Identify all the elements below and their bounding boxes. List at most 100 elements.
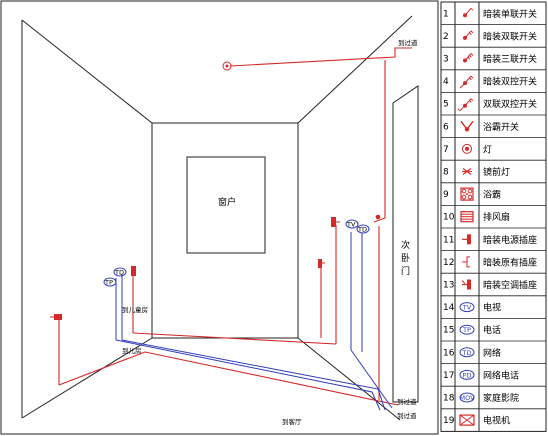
annotation-guodao-bottom2: 到过道	[397, 411, 417, 420]
floor-run	[144, 351, 399, 406]
network-outlet-icon: TD	[459, 347, 475, 358]
ceiling-wire	[229, 47, 412, 67]
legend-number: 1	[443, 9, 449, 19]
legend-number: 3	[443, 55, 449, 65]
floor-right-edge	[297, 337, 401, 421]
legend-border	[440, 1, 547, 432]
legend-row: 10 排风扇	[441, 204, 546, 223]
legend-number: 6	[443, 122, 449, 132]
legend-number: 10	[443, 213, 455, 223]
legend-code: TP	[462, 326, 471, 334]
existing-socket-icon	[462, 256, 470, 268]
legend-code: MOV	[459, 394, 475, 402]
legend-label: 电视	[483, 302, 501, 314]
switch-triple-icon	[463, 53, 474, 63]
network-phone-outlet-icon: PD	[459, 369, 475, 380]
legend-label: 网络电话	[483, 369, 519, 381]
annotation-guodao-bottom: 到过道	[397, 397, 417, 406]
legend-number: 9	[443, 190, 449, 200]
mirror-lamp-icon	[462, 168, 472, 175]
wall-switch	[375, 214, 381, 220]
td-outlet-left: TD	[113, 267, 127, 277]
legend-label: 浴霸开关	[483, 121, 519, 133]
legend-code: PD	[463, 371, 472, 379]
legend-label: 暗装三联开关	[483, 53, 537, 65]
legend-row: 19 电视机	[441, 408, 546, 427]
legend-number: 8	[443, 168, 449, 178]
power-socket-icon	[462, 234, 471, 245]
legend-label: 镜前灯	[483, 166, 510, 178]
exhaust-fan-icon	[460, 211, 474, 223]
legend-row: 17 网络电话 PD	[441, 363, 546, 381]
floor-left-edge	[21, 337, 153, 419]
window-label: 窗户	[218, 196, 236, 208]
legend-label: 电话	[483, 324, 501, 336]
legend-label: 灯	[483, 144, 492, 155]
back-wall	[151, 122, 299, 339]
power-socket-right-low	[318, 259, 325, 268]
legend-label: 暗装原有插座	[483, 256, 537, 268]
legend-row: 14 电视 TV	[441, 295, 546, 314]
legend-code: TV	[462, 304, 472, 312]
legend-label: 排风扇	[483, 211, 510, 223]
legend-row: 3 暗装三联开关	[441, 46, 546, 65]
legend-number: 14	[443, 303, 455, 313]
door	[392, 85, 419, 403]
drawing-frame	[0, 0, 439, 435]
legend-number: 19	[443, 416, 455, 426]
legend-number: 7	[443, 145, 449, 155]
annotation-ertong: 到儿童房	[122, 305, 148, 314]
td-outlet-left-text: TD	[114, 269, 124, 277]
lamp-icon	[462, 143, 472, 154]
tv-outlet-right: TV	[345, 219, 359, 229]
legend-number: 17	[443, 371, 454, 381]
annotation-guodao-top: 到过道	[398, 38, 418, 47]
power-socket-left	[131, 266, 136, 276]
power-socket-far-left	[50, 314, 62, 320]
legend-label: 浴霸	[483, 190, 501, 201]
switch-single-icon	[463, 7, 474, 18]
ceiling-right-edge	[297, 15, 413, 124]
signal-wires	[115, 232, 393, 411]
legend-row: 9 浴霸	[441, 182, 546, 201]
bath-heater-switch-icon	[460, 120, 474, 132]
legend-number: 5	[443, 100, 449, 110]
legend-number: 4	[443, 77, 449, 87]
front-run	[58, 351, 146, 386]
legend-row: 13 暗装空调插座	[441, 272, 546, 291]
power-wires	[58, 47, 412, 406]
annotation-er: 到儿房	[122, 346, 142, 355]
switch-drop-wire	[373, 60, 386, 223]
legend-label: 暗装电源插座	[483, 234, 537, 246]
ac-socket-icon	[461, 279, 471, 290]
legend-number: 16	[443, 348, 455, 358]
legend-number: 11	[443, 235, 454, 245]
td-outlet-right: TD	[356, 224, 370, 234]
legend-row: 2 暗装双联开关	[441, 24, 546, 42]
legend-label: 家庭影院	[483, 392, 519, 404]
legend-number: 12	[443, 258, 454, 268]
legend-row: 1 暗装单联开关	[443, 8, 537, 20]
legend-row: 12 暗装原有插座	[441, 250, 546, 268]
switch-double-icon	[463, 30, 474, 40]
legend-label: 暗装空调插座	[483, 279, 537, 291]
legend-label: 网络	[483, 347, 501, 359]
legend-label: 暗装单联开关	[483, 8, 537, 20]
legend-row: 15 电话 TP	[441, 317, 546, 336]
tp-outlet-left-text: TP	[104, 279, 113, 287]
legend-row: 8 镜前灯	[441, 159, 546, 178]
legend-label: 暗装双联开关	[483, 30, 537, 42]
legend-row: 5 双联双控开关	[441, 92, 546, 112]
tv-outlet-icon: TV	[459, 302, 475, 313]
legend-number: 13	[443, 281, 454, 291]
legend-label: 双联双控开关	[483, 98, 537, 110]
legend-number: 15	[443, 326, 454, 336]
tv-set-icon	[459, 414, 475, 426]
legend-number: 2	[443, 32, 449, 42]
legend-label: 电视机	[483, 415, 510, 427]
